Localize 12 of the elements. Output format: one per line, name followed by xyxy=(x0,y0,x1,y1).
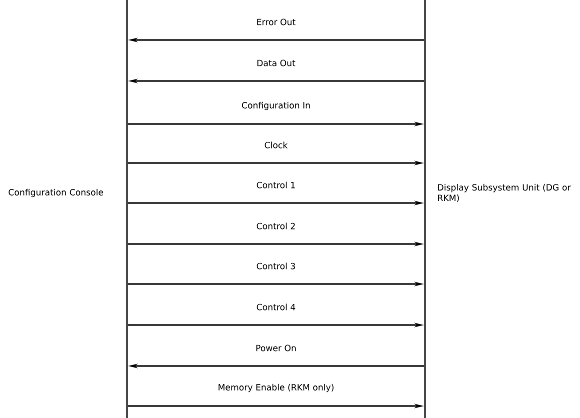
edge-label: Memory Enable (RKM only) xyxy=(218,384,334,392)
unit-label: Configuration Console xyxy=(8,188,104,198)
edge-label: Power On xyxy=(256,344,296,352)
unit-label: Display Subsystem Unit (DG or RKM) xyxy=(438,184,571,202)
edge-label: Error Out xyxy=(257,18,296,26)
edge-label: Control 1 xyxy=(256,182,295,188)
edge-label: Control 3 xyxy=(256,262,295,270)
edge-label: Configuration In xyxy=(242,102,310,110)
edge-label: Control 2 xyxy=(256,222,295,230)
edge-label: Clock xyxy=(264,142,288,148)
edge-label: Control 4 xyxy=(256,304,296,310)
edge-label: Data Out xyxy=(257,60,296,66)
